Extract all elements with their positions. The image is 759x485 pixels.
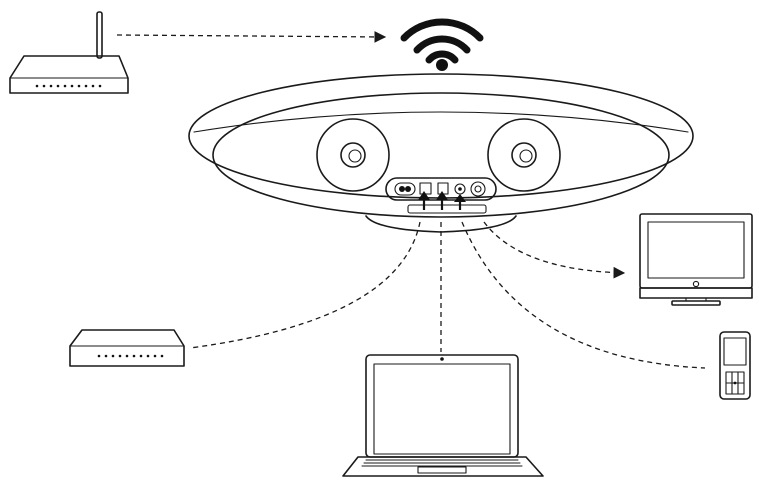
speaker-to-tv-connection xyxy=(483,221,626,279)
wifi-signal-icon xyxy=(400,18,484,71)
laptop-keyboard xyxy=(361,459,523,467)
usb-port-icon xyxy=(437,182,449,195)
speaker-icon xyxy=(188,73,694,233)
wifi-router-icon xyxy=(9,11,129,94)
ethernet-port-icon xyxy=(419,182,432,195)
network-hub-icon xyxy=(69,329,185,367)
speaker-driver-right xyxy=(487,118,561,192)
rear-port-panel xyxy=(385,177,497,214)
speaker-base xyxy=(365,215,517,233)
laptop-icon xyxy=(342,354,544,477)
hub-to-speaker-connection xyxy=(189,221,421,349)
player-to-speaker-connection xyxy=(461,221,706,369)
tv-icon xyxy=(639,213,753,306)
router-to-wifi-connection xyxy=(116,31,387,43)
connections xyxy=(116,31,706,369)
power-port-icon xyxy=(394,182,416,196)
aux-port-icon xyxy=(454,183,466,195)
speaker-driver-left xyxy=(316,118,390,192)
media-player-icon xyxy=(719,331,751,400)
digital-port-icon xyxy=(470,181,486,197)
